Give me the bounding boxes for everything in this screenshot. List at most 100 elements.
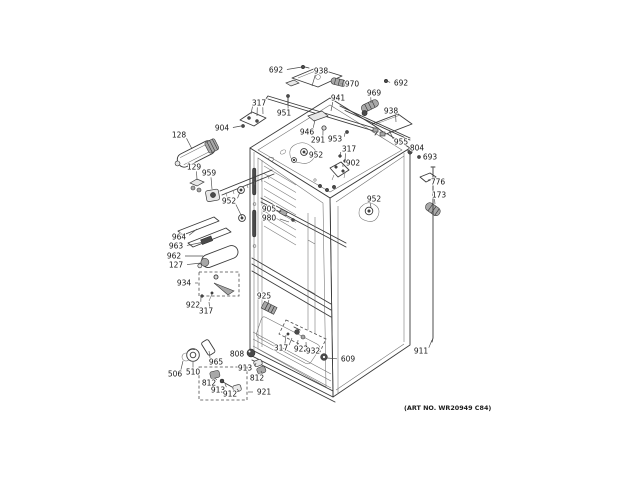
part-label-934: 934: [177, 279, 192, 288]
leader-line: [288, 337, 293, 346]
leader-line: [312, 119, 316, 129]
leader-line: [213, 377, 217, 381]
part-label-925: 925: [257, 292, 272, 301]
part-label-951: 951: [277, 109, 292, 118]
part-label-941: 941: [331, 94, 346, 103]
leader-line: [305, 152, 308, 155]
part-label-902: 902: [346, 159, 361, 168]
leader-line: [196, 171, 198, 181]
leader-line: [344, 153, 346, 162]
part-label-913: 913: [211, 386, 226, 395]
part-label-609: 609: [341, 355, 356, 364]
leader-line: [254, 362, 257, 367]
leader-line: [186, 262, 202, 265]
part-label-904: 904: [215, 124, 230, 133]
part-label-970: 970: [345, 80, 360, 89]
leveling-kit-box: [198, 366, 248, 401]
leader-line: [232, 125, 242, 128]
floor-hardware-zone: [278, 319, 327, 355]
clip-glyph: [307, 110, 329, 122]
part-label-127: 127: [169, 261, 184, 270]
leader-line: [237, 191, 241, 199]
part-label-128: 128: [172, 131, 187, 140]
leader-line: [286, 66, 303, 70]
leader-line: [434, 199, 436, 205]
part-label-804: 804: [410, 144, 425, 153]
hardware-kit-box: [198, 271, 240, 302]
water-tube-glyph: [430, 166, 436, 343]
filter-cartridge-glyph: [174, 138, 220, 168]
part-label-692: 692: [269, 66, 284, 75]
part-label-922: 922: [294, 345, 309, 354]
leader-line: [297, 339, 299, 345]
part-label-952: 952: [367, 195, 382, 204]
part-label-317: 317: [342, 145, 357, 154]
part-label-964: 964: [172, 233, 187, 242]
leader-line: [208, 301, 210, 307]
part-label-905: 905: [262, 205, 277, 214]
interior-rail: [260, 197, 347, 248]
leader-line: [326, 357, 338, 360]
clip-glyph: [419, 172, 437, 183]
part-label-692: 692: [394, 79, 409, 88]
part-label-693: 693: [423, 153, 438, 162]
part-label-911: 911: [414, 347, 429, 356]
part-label-921: 921: [257, 388, 272, 397]
floor-bolt-glyphs: [286, 326, 306, 340]
hinge-bracket-glyph: [239, 94, 290, 128]
part-label-922: 922: [186, 301, 201, 310]
part-label-965: 965: [209, 358, 224, 367]
loose-parts: [174, 64, 441, 401]
bearing-ring-glyph: [181, 348, 200, 362]
leader-line: [224, 383, 227, 388]
leader-line: [279, 209, 282, 213]
leader-line: [236, 388, 240, 392]
leader-line: [186, 138, 193, 150]
part-label-291: 291: [311, 136, 326, 145]
leader-line: [208, 350, 211, 359]
grommet-pair-glyph: [237, 186, 246, 222]
top-face-details: [266, 142, 336, 192]
center-divider: [251, 257, 332, 318]
cabinet-drawing: [249, 97, 411, 403]
part-label-959: 959: [202, 169, 217, 178]
part-label-969: 969: [367, 89, 382, 98]
corner-bracket-glyph: [329, 161, 350, 181]
leader-line: [284, 334, 287, 344]
drawer-pan-outline: [256, 316, 320, 365]
leader-line: [180, 360, 184, 371]
art-number-text: (ART NO. WR20949 C84): [404, 404, 491, 412]
leader-line: [250, 106, 253, 115]
part-label-776: 776: [431, 178, 446, 187]
part-label-938: 938: [314, 67, 329, 76]
part-label-962: 962: [167, 252, 182, 261]
leader-line: [339, 151, 342, 158]
part-label-963: 963: [169, 242, 184, 251]
part-label-317: 317: [252, 99, 267, 108]
part-label-812: 812: [250, 374, 265, 383]
leader-line: [330, 101, 334, 112]
support-rod-glyph: [339, 105, 411, 141]
part-label-980: 980: [262, 214, 277, 223]
top-cover-glyph: [285, 67, 343, 88]
water-tank-glyph: [197, 245, 239, 269]
leader-line: [210, 177, 213, 190]
leader-line: [267, 299, 270, 305]
part-label-129: 129: [187, 163, 202, 172]
leader-line: [388, 129, 394, 139]
part-label-912: 912: [223, 390, 238, 399]
right-face-grommet-glyph: [358, 202, 380, 222]
leader-line: [260, 370, 263, 375]
part-label-952: 952: [309, 151, 324, 160]
ball-stud-glyph: [246, 348, 267, 375]
part-label-946: 946: [300, 128, 315, 137]
water-valve-glyph: [205, 169, 275, 202]
leader-line: [186, 241, 205, 246]
part-label-953: 953: [328, 135, 343, 144]
connector-glyph: [189, 178, 205, 193]
part-label-938: 938: [384, 107, 399, 116]
leader-line: [188, 228, 198, 236]
part-label-913: 913: [238, 364, 253, 373]
